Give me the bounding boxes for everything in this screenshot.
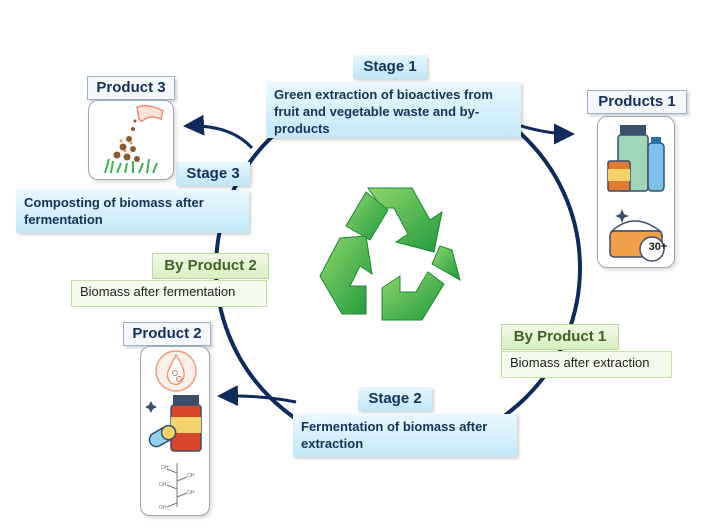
stage3-box: Composting of biomass after fermentation	[16, 190, 249, 233]
product3-card	[88, 100, 174, 180]
stage1-box: Green extraction of bioactives from frui…	[266, 82, 521, 138]
arrow-to-product2	[217, 385, 297, 407]
supplement-jars-icon	[607, 125, 665, 192]
svg-text:OH: OH	[187, 490, 195, 496]
stage2-box: Fermentation of biomass after extraction	[293, 414, 517, 457]
svg-text:OH: OH	[187, 473, 195, 479]
arrow-to-products1	[514, 122, 575, 145]
stage3-tag: Stage 3	[176, 162, 250, 186]
molecule-structure-icon: OH OH OH OH OH	[159, 463, 195, 511]
products1-card: 30+	[597, 116, 675, 268]
compost-hand-icon	[104, 104, 164, 174]
product2-card: OH OH OH OH OH	[140, 346, 210, 516]
product3-tag: Product 3	[87, 76, 175, 100]
cream-jar-badge: 30+	[648, 241, 668, 253]
svg-text:OH: OH	[159, 505, 167, 511]
product2-tag: Product 2	[123, 322, 211, 346]
byproduct1-tag: By Product 1	[501, 324, 619, 350]
cream-jar-icon	[609, 209, 665, 262]
byproduct2-box: Biomass after fermentation	[71, 280, 267, 307]
byproduct2-tag: By Product 2	[152, 253, 269, 279]
svg-text:OH: OH	[159, 482, 167, 488]
stage1-tag: Stage 1	[353, 55, 427, 79]
arrow-to-product3	[183, 114, 254, 150]
stage2-tag: Stage 2	[358, 387, 432, 411]
pill-bottle-icon	[145, 395, 202, 452]
recycle-icon	[319, 187, 461, 321]
svg-text:OH: OH	[161, 465, 169, 471]
products1-tag: Products 1	[587, 90, 687, 114]
byproduct1-box: Biomass after extraction	[501, 351, 672, 378]
drop-molecule-icon	[155, 350, 197, 392]
